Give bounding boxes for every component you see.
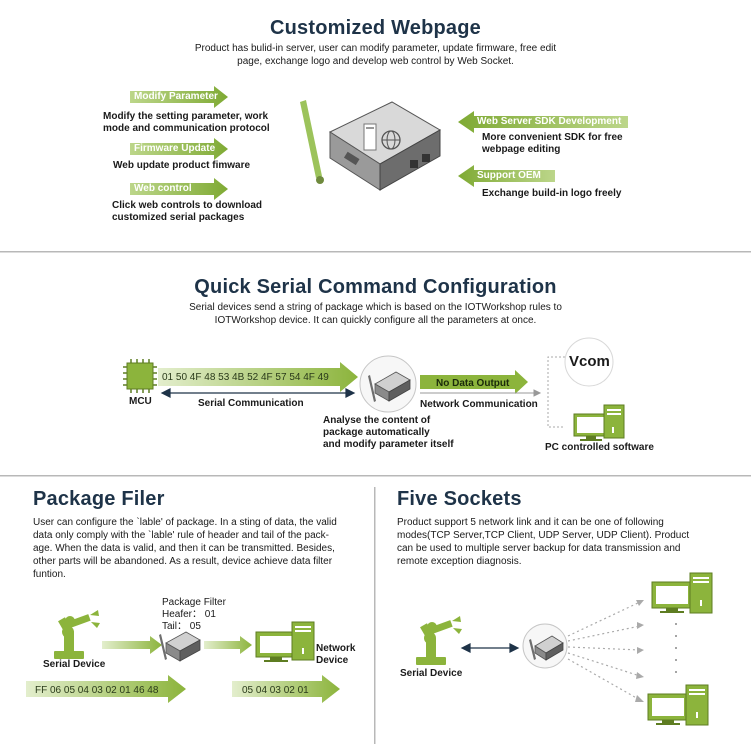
- serial-device-link-arrow: [460, 643, 520, 653]
- robot-arm-icon-2: [416, 616, 462, 665]
- analyse-line1: Analyse the content of: [323, 415, 431, 426]
- dotted-connector: [547, 356, 565, 428]
- arrow-serial-to-filter: [102, 636, 162, 654]
- serial-device-label-2: Serial Device: [400, 668, 463, 679]
- s4-p-line3: can be used to multiple server backup fo…: [397, 543, 681, 554]
- s3-p-line3: age. When the data is valid, and then it…: [33, 543, 335, 554]
- mcu-chip-icon: [123, 359, 157, 393]
- s4-p-line1: Product support 5 network link and it ca…: [397, 517, 664, 528]
- s3-p-line2: data only comply with the `lable' rule o…: [33, 530, 329, 541]
- arrow-filter-to-network: [204, 636, 252, 654]
- desc-web-control-1: Click web controls to download: [112, 200, 263, 211]
- s4-title: Five Sockets: [397, 488, 522, 510]
- s2-subtitle-line2: IOTWorkshop device. It can quickly confi…: [214, 315, 537, 326]
- network-device-label-1: Network: [316, 643, 356, 654]
- serial-comm-label: Serial Communication: [198, 398, 304, 409]
- device-server-icon: [300, 100, 442, 191]
- hex-data-arrow: [158, 362, 358, 392]
- desc-firmware-update: Web update product fimware: [113, 160, 251, 171]
- desc-modify-parameter-2: mode and communication protocol: [103, 123, 270, 134]
- network-comm-label: Network Communication: [420, 399, 538, 410]
- vcom-circle: [564, 337, 614, 387]
- no-data-output-label: No Data Output: [436, 378, 510, 389]
- filter-header: Heafer： 01: [162, 609, 216, 620]
- arrow-support-oem: [458, 165, 555, 187]
- tag-web-server-sdk: Web Server SDK Development: [477, 116, 622, 127]
- hex-command: 01 50 4F 48 53 4B 52 4F 57 54 4F 49: [162, 372, 329, 383]
- filter-device-icon: [159, 631, 201, 662]
- s1-subtitle-line2: page, exchange logo and develop web cont…: [237, 56, 514, 67]
- s3-p-line4: other parts will be abandoned. As a resu…: [33, 556, 333, 567]
- router-circle-icon: [359, 355, 417, 413]
- s3-p-line1: User can configure the `lable' of packag…: [33, 517, 337, 528]
- input-hex-arrow: [26, 675, 186, 703]
- desc-modify-parameter-1: Modify the setting parameter, work: [103, 111, 269, 122]
- serial-comm-double-arrow: [160, 388, 356, 398]
- network-comm-line: [420, 389, 542, 397]
- tag-modify-parameter: Modify Parameter: [134, 91, 218, 102]
- pc-monitor-icon: [573, 404, 625, 441]
- divider-vertical: [374, 487, 376, 744]
- divider-2: [0, 475, 751, 477]
- s4-p-line4: remote exception diagnosis.: [397, 556, 522, 567]
- output-hex: 05 04 03 02 01: [242, 685, 309, 696]
- socket-router-circle-icon: [522, 623, 568, 669]
- no-data-output-arrow: [420, 370, 528, 394]
- desc-web-control-2: customized serial packages: [112, 212, 245, 223]
- desc-web-server-sdk-2: webpage editing: [482, 144, 561, 155]
- mcu-label: MCU: [129, 396, 152, 407]
- s3-paragraph: User can configure the `lable' of packag…: [33, 516, 363, 581]
- arrow-web-control: [130, 178, 228, 200]
- serial-device-label-1: Serial Device: [43, 659, 106, 670]
- arrow-firmware-update: [130, 138, 228, 160]
- analyse-line2: package automatically: [323, 427, 430, 438]
- desc-support-oem: Exchange build-in logo freely: [482, 188, 622, 199]
- s1-subtitle-line1: Product has bulid-in server, user can mo…: [194, 43, 557, 54]
- network-device-label-2: Device: [316, 655, 349, 666]
- server-pc-icon-bottom: [647, 684, 709, 726]
- filter-title: Package Filter: [162, 597, 226, 608]
- five-socket-arrowheads: [635, 600, 644, 702]
- tag-web-control: Web control: [134, 183, 192, 194]
- arrow-modify-parameter: [130, 86, 228, 108]
- s4-p-line2: modes(TCP Server,TCP Client, UDP Server,…: [397, 530, 690, 541]
- socket-vertical-dots: [675, 623, 677, 673]
- tag-support-oem: Support OEM: [477, 170, 541, 181]
- input-hex: FF 06 05 04 03 02 01 46 48: [35, 685, 159, 696]
- vcom-label: Vcom: [569, 353, 610, 370]
- filter-tail: Tail： 05: [162, 621, 201, 632]
- five-socket-links: [567, 601, 641, 701]
- arrow-web-server-sdk: [458, 111, 628, 133]
- s2-subtitle-line1: Serial devices send a string of package …: [189, 302, 562, 313]
- tag-firmware-update: Firmware Update: [134, 143, 216, 154]
- s3-p-line5: funtion.: [33, 569, 66, 580]
- network-device-pc-icon: [255, 621, 315, 662]
- desc-web-server-sdk-1: More convenient SDK for free: [482, 132, 623, 143]
- analyse-line3: and modify parameter itself: [323, 439, 454, 450]
- divider-1: [0, 251, 751, 253]
- robot-arm-icon-1: [54, 610, 100, 659]
- s1-title: Customized Webpage: [269, 17, 482, 39]
- s3-title: Package Filer: [33, 488, 165, 510]
- s2-title: Quick Serial Command Configuration: [194, 276, 557, 298]
- output-hex-arrow: [232, 675, 340, 703]
- pc-software-label: PC controlled software: [545, 442, 654, 453]
- server-pc-icon-top: [651, 572, 713, 614]
- s4-paragraph: Product support 5 network link and it ca…: [397, 516, 717, 568]
